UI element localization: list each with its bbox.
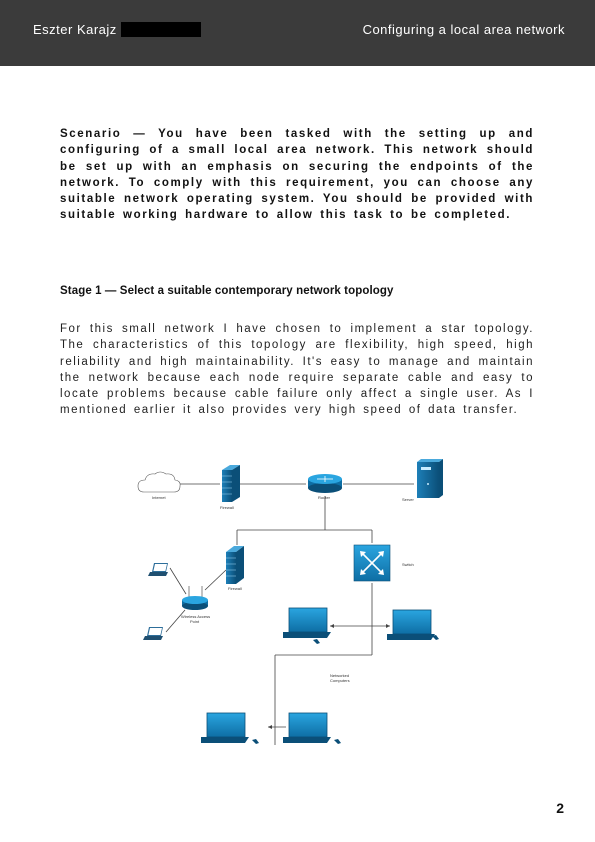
- label-wap-line1: Wireless Access: [181, 614, 210, 619]
- label-router: Router: [318, 495, 331, 500]
- server-icon: [417, 459, 443, 498]
- connection-lines: [165, 483, 414, 745]
- scenario-paragraph: Scenario — You have been tasked with the…: [60, 128, 534, 222]
- label-server: Server: [402, 497, 414, 502]
- switch-icon: [353, 544, 391, 582]
- wireless-access-point-icon: [182, 586, 208, 610]
- firewall-icon: [226, 546, 244, 584]
- desktop-computer-icon: [283, 607, 331, 644]
- label-firewall-top: Firewall: [220, 505, 234, 510]
- label-firewall-mid: Firewall: [228, 586, 242, 591]
- stage-body-paragraph: For this small network I have chosen to …: [60, 323, 534, 417]
- stage-heading: Stage 1 — Select a suitable contemporary…: [60, 285, 394, 297]
- label-networked-line2: Computers: [330, 678, 350, 683]
- redaction-box: [120, 22, 201, 37]
- desktop-computer-icon: [387, 609, 439, 640]
- page-header: Eszter Karajz Configuring a local area n…: [0, 0, 595, 66]
- document-title: Configuring a local area network: [362, 22, 565, 37]
- router-icon: [308, 474, 342, 493]
- label-internet: Internet: [152, 495, 166, 500]
- label-wap-line2: Point: [190, 619, 200, 624]
- arrow-heads: [268, 624, 390, 729]
- internet-cloud-icon: [137, 471, 181, 493]
- label-switch: Switch: [402, 562, 414, 567]
- laptop-icon: [143, 627, 163, 640]
- label-networked-line1: Networked: [330, 673, 349, 678]
- desktop-computer-icon: [201, 712, 259, 744]
- laptop-icon: [148, 563, 168, 576]
- desktop-computer-icon: [283, 712, 341, 744]
- firewall-icon: [222, 465, 240, 502]
- page-number: 2: [556, 800, 564, 816]
- author-name: Eszter Karajz: [33, 22, 201, 37]
